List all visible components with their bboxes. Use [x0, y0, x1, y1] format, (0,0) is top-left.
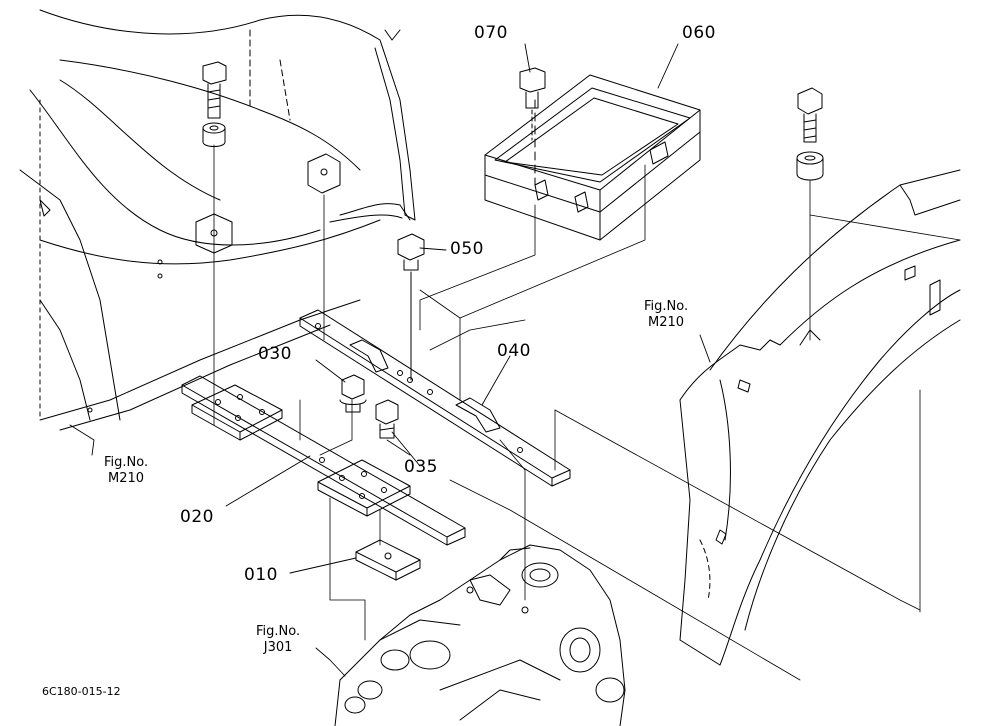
- figure-reference-title: Fig.No.: [256, 624, 301, 639]
- figure-reference-title: Fig.No.: [644, 299, 689, 314]
- part-number-060: 060: [682, 23, 716, 43]
- figure-reference-code: J301: [263, 640, 293, 655]
- figure-reference-title: Fig.No.: [104, 455, 149, 470]
- bolt-030: [339, 374, 367, 413]
- left-fender-frame: [19, 9, 416, 431]
- assembly-lines: [213, 144, 961, 681]
- part-number-070: 070: [474, 23, 508, 43]
- bracket-020: [181, 375, 466, 546]
- drawing-code: 6C180-015-12: [42, 685, 121, 698]
- part-number-030: 030: [258, 344, 292, 364]
- part-number-050: 050: [450, 239, 484, 259]
- bolt-right: [796, 87, 824, 181]
- part-number-040: 040: [497, 341, 531, 361]
- leader-lines: [69, 43, 711, 677]
- bolt-left: [202, 61, 227, 147]
- figure-reference-right[interactable]: Fig.No. M210: [644, 299, 688, 331]
- nut-plate-010: [355, 539, 421, 581]
- part-number-010: 010: [244, 565, 278, 585]
- figure-reference-code: M210: [648, 315, 685, 330]
- right-fender: [679, 169, 961, 666]
- part-number-035: 035: [404, 457, 438, 477]
- bolt-050: [397, 233, 425, 381]
- figure-reference-left[interactable]: Fig.No. M210: [104, 455, 148, 487]
- figure-reference-bottom[interactable]: Fig.No. J301: [256, 624, 300, 656]
- part-number-020: 020: [180, 507, 214, 527]
- bracket-040: [299, 309, 571, 487]
- bolt-070: [519, 67, 546, 141]
- figure-reference-code: M210: [108, 471, 145, 486]
- transmission-housing: [334, 544, 626, 726]
- bolt-035: [375, 399, 399, 439]
- fender-brackets: [195, 153, 341, 254]
- tool-box: [484, 74, 701, 241]
